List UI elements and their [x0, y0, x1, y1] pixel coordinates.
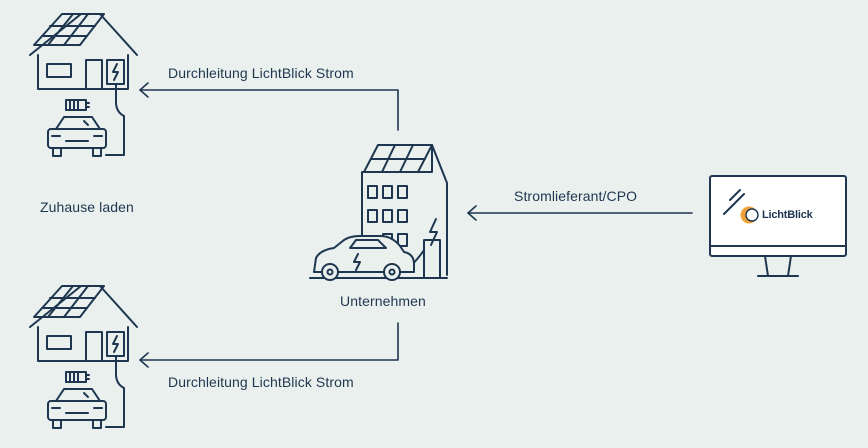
arrow-left-icon [139, 82, 149, 98]
flow-line-top [139, 89, 399, 131]
house-solar-icon [29, 285, 138, 429]
home-charging-label: Zuhause laden [40, 199, 134, 215]
house-solar-icon [29, 13, 138, 157]
arrow-left-icon [467, 205, 477, 221]
brand-name: LichtBlick [762, 209, 813, 221]
arrow-left-icon [139, 352, 149, 368]
monitor-icon [709, 175, 847, 277]
flow-label-top: Durchleitung LichtBlick Strom [168, 65, 354, 81]
home-bottom-group [29, 285, 138, 429]
flow-line-bottom [139, 322, 399, 361]
electric-car-icon [313, 235, 415, 281]
home-top-group [29, 13, 138, 157]
company-label: Unternehmen [340, 293, 426, 309]
flow-label-bottom: Durchleitung LichtBlick Strom [168, 374, 354, 390]
supplier-label: Stromlieferant/CPO [514, 188, 638, 204]
lichtblick-logo-icon [740, 206, 759, 224]
